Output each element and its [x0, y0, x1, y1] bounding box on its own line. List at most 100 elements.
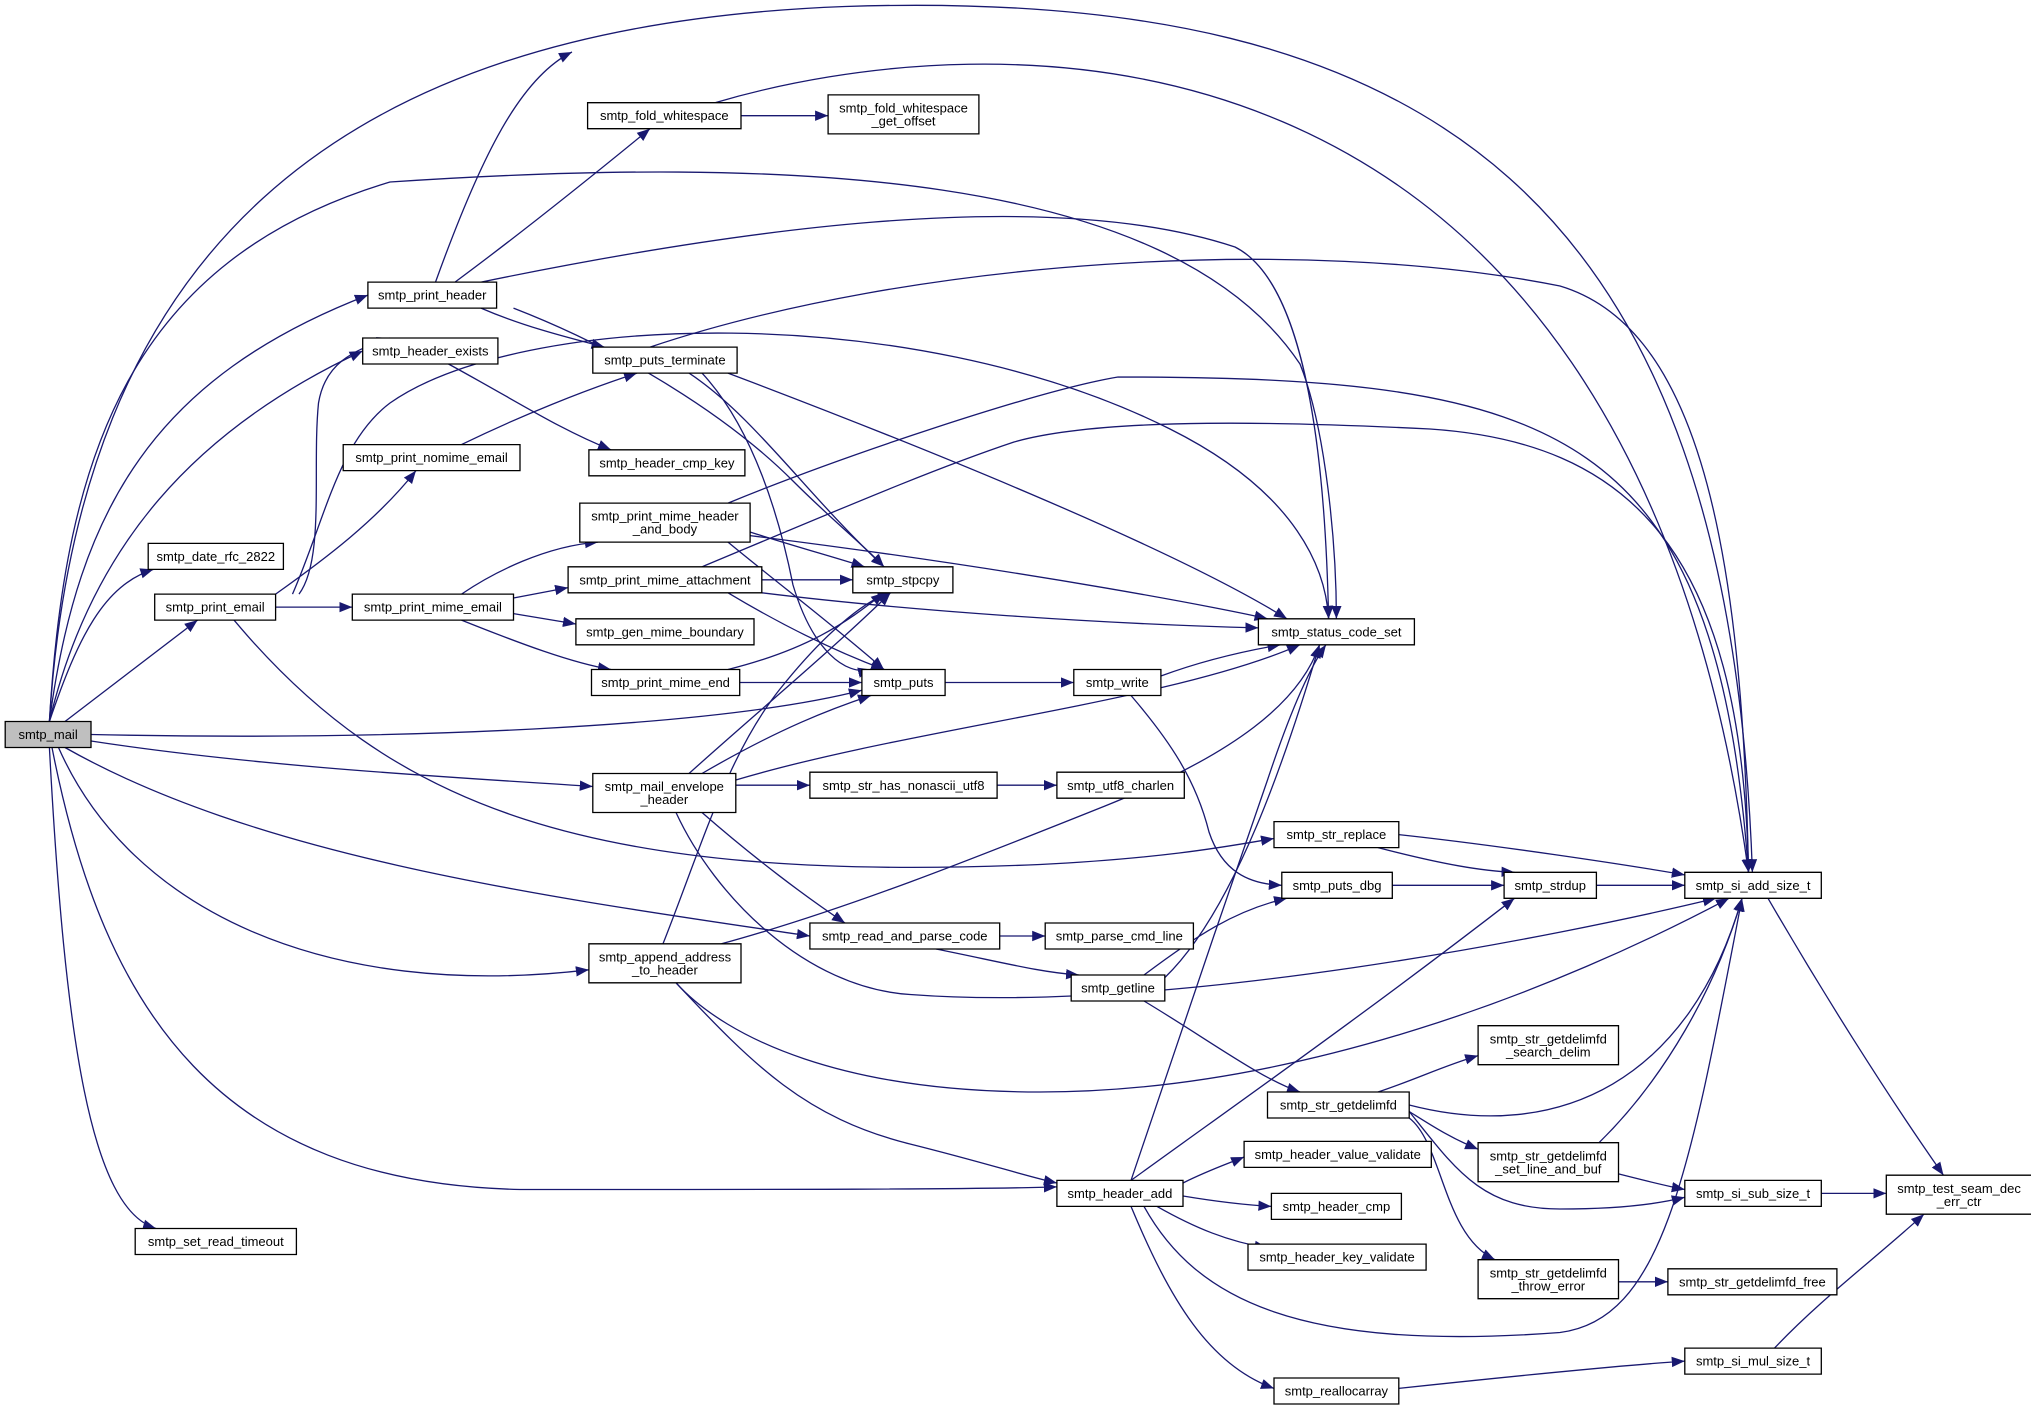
node-smtp_fold_whitespace_get_offset[interactable]: smtp_fold_whitespace_get_offset	[828, 95, 979, 134]
node-smtp_header_cmp_key[interactable]: smtp_header_cmp_key	[589, 450, 745, 476]
node-label: smtp_str_has_nonascii_utf8	[823, 778, 985, 793]
node-smtp_header_value_validate[interactable]: smtp_header_value_validate	[1244, 1141, 1431, 1167]
node-smtp_print_nomime_email[interactable]: smtp_print_nomime_email	[343, 445, 520, 471]
node-smtp_stpcpy[interactable]: smtp_stpcpy	[853, 567, 953, 593]
node-label: smtp_str_getdelimfd	[1280, 1098, 1397, 1113]
node-smtp_puts_terminate[interactable]: smtp_puts_terminate	[593, 347, 737, 373]
node-box	[589, 450, 745, 476]
node-label: smtp_header_value_validate	[1255, 1147, 1421, 1162]
node-box	[588, 103, 741, 129]
node-smtp_print_mime_header_and_body[interactable]: smtp_print_mime_header_and_body	[580, 503, 750, 542]
edge-smtp_mail-to-smtp_mail_envelope_header	[91, 741, 593, 791]
node-smtp_str_has_nonascii_utf8[interactable]: smtp_str_has_nonascii_utf8	[810, 772, 997, 798]
node-label: smtp_stpcpy	[866, 572, 939, 587]
edge-smtp_print_mime_header_and_body-to-smtp_puts	[728, 542, 884, 669]
node-smtp_parse_cmd_line[interactable]: smtp_parse_cmd_line	[1045, 923, 1193, 949]
node-label: smtp_header_cmp	[1283, 1199, 1391, 1214]
node-smtp_getline[interactable]: smtp_getline	[1071, 975, 1165, 1001]
node-smtp_header_add[interactable]: smtp_header_add	[1057, 1180, 1183, 1206]
node-smtp_test_seam_dec_err_ctr[interactable]: smtp_test_seam_dec_err_ctr	[1886, 1175, 2031, 1214]
node-label: smtp_gen_mime_boundary	[586, 624, 744, 639]
node-box	[810, 923, 1000, 949]
edge-smtp_print_email-to-smtp_str_replace	[234, 620, 1274, 867]
node-smtp_str_getdelimfd_search_delim[interactable]: smtp_str_getdelimfd_search_delim	[1478, 1026, 1618, 1065]
node-label: smtp_str_getdelimfd	[1490, 1031, 1607, 1046]
node-smtp_print_mime_attachment[interactable]: smtp_print_mime_attachment	[568, 567, 762, 593]
node-smtp_read_and_parse_code[interactable]: smtp_read_and_parse_code	[810, 923, 1000, 949]
edge-smtp_mail_envelope_header-to-smtp_puts	[702, 694, 871, 774]
edge-smtp_str_getdelimfd_set_line_and_buf-to-smtp_si_sub_size_t	[1619, 1174, 1685, 1193]
node-box	[1248, 1244, 1426, 1270]
node-smtp_fold_whitespace[interactable]: smtp_fold_whitespace	[588, 103, 741, 129]
node-smtp_set_read_timeout[interactable]: smtp_set_read_timeout	[135, 1229, 296, 1255]
node-box	[1057, 772, 1184, 798]
node-smtp_print_mime_end[interactable]: smtp_print_mime_end	[592, 670, 740, 696]
node-label: smtp_mail_envelope	[605, 779, 724, 794]
node-label: _to_header	[631, 962, 698, 977]
node-smtp_reallocarray[interactable]: smtp_reallocarray	[1274, 1378, 1399, 1404]
edge-smtp_puts_terminate-to-smtp_stpcpy	[689, 373, 884, 567]
node-smtp_si_sub_size_t[interactable]: smtp_si_sub_size_t	[1685, 1180, 1822, 1206]
node-label: smtp_fold_whitespace	[839, 100, 968, 115]
node-box	[148, 543, 283, 569]
edge-smtp_write-to-smtp_puts_dbg	[1131, 696, 1282, 890]
node-label: smtp_str_getdelimfd	[1490, 1265, 1607, 1280]
edge-smtp_print_mime_header_and_body-to-smtp_si_add_size_t	[728, 377, 1753, 872]
node-smtp_gen_mime_boundary[interactable]: smtp_gen_mime_boundary	[576, 619, 754, 645]
node-smtp_write[interactable]: smtp_write	[1074, 670, 1161, 696]
node-smtp_print_header[interactable]: smtp_print_header	[368, 282, 497, 308]
node-smtp_status_code_set[interactable]: smtp_status_code_set	[1258, 619, 1414, 645]
node-box	[1504, 872, 1596, 898]
edge-smtp_print_header-to-smtp_fold_whitespace	[455, 129, 650, 282]
node-label: smtp_puts_terminate	[604, 353, 725, 368]
edge-smtp_print_mime_email-to-smtp_gen_mime_boundary	[514, 614, 576, 627]
node-smtp_str_getdelimfd_free[interactable]: smtp_str_getdelimfd_free	[1668, 1269, 1837, 1295]
node-smtp_str_getdelimfd[interactable]: smtp_str_getdelimfd	[1268, 1092, 1410, 1118]
node-label: smtp_print_email	[166, 600, 265, 615]
node-box	[1282, 872, 1393, 898]
node-label: smtp_mail	[18, 727, 77, 742]
node-box	[343, 445, 520, 471]
node-smtp_puts[interactable]: smtp_puts	[862, 670, 945, 696]
edge-smtp_print_mime_email-to-smtp_print_mime_header_and_body	[461, 537, 598, 594]
node-smtp_header_key_validate[interactable]: smtp_header_key_validate	[1248, 1244, 1426, 1270]
node-box	[1685, 1180, 1822, 1206]
node-box	[1057, 1180, 1183, 1206]
node-smtp_mail_envelope_header[interactable]: smtp_mail_envelope_header	[593, 774, 736, 813]
node-smtp_header_exists[interactable]: smtp_header_exists	[363, 338, 498, 364]
edge-smtp_print_email-to-smtp_print_nomime_email	[276, 471, 416, 595]
node-smtp_utf8_charlen[interactable]: smtp_utf8_charlen	[1057, 772, 1184, 798]
edge-smtp_mail-to-smtp_print_email	[65, 620, 198, 721]
node-smtp_append_address_to_header[interactable]: smtp_append_address_to_header	[589, 944, 741, 983]
node-layer: smtp_mail smtp_print_header smtp_header_ex…	[5, 95, 2031, 1404]
node-smtp_si_mul_size_t[interactable]: smtp_si_mul_size_t	[1685, 1348, 1822, 1374]
node-smtp_si_add_size_t[interactable]: smtp_si_add_size_t	[1685, 872, 1822, 898]
node-box	[589, 944, 741, 983]
node-label: smtp_si_sub_size_t	[1696, 1186, 1811, 1201]
node-box	[1886, 1175, 2031, 1214]
node-box	[135, 1229, 296, 1255]
node-smtp_str_replace[interactable]: smtp_str_replace	[1274, 822, 1399, 848]
node-smtp_header_cmp[interactable]: smtp_header_cmp	[1271, 1193, 1401, 1219]
node-label: _header	[639, 792, 688, 807]
edge-smtp_puts_terminate-to-smtp_status_code_set	[728, 373, 1287, 619]
edge-smtp_header_exists-to-smtp_header_cmp_key	[448, 364, 611, 450]
node-smtp_date_rfc_2822[interactable]: smtp_date_rfc_2822	[148, 543, 283, 569]
node-smtp_print_mime_email[interactable]: smtp_print_mime_email	[352, 594, 513, 620]
node-label: smtp_print_mime_attachment	[579, 572, 751, 587]
node-smtp_mail[interactable]: smtp_mail	[5, 722, 91, 748]
node-smtp_strdup[interactable]: smtp_strdup	[1504, 872, 1596, 898]
node-label: _get_offset	[870, 113, 935, 128]
edge-smtp_print_mime_attachment-to-smtp_puts	[728, 593, 884, 670]
node-label: smtp_append_address	[599, 949, 732, 964]
edge-smtp_mail_envelope_header-to-smtp_si_add_size_t	[676, 813, 1716, 998]
edge-smtp_getline-to-smtp_str_getdelimfd	[1144, 1001, 1300, 1093]
node-box	[593, 774, 736, 813]
node-label: smtp_header_add	[1068, 1186, 1173, 1201]
node-smtp_str_getdelimfd_throw_error[interactable]: smtp_str_getdelimfd_throw_error	[1478, 1260, 1618, 1299]
node-smtp_puts_dbg[interactable]: smtp_puts_dbg	[1282, 872, 1393, 898]
edge-smtp_str_getdelimfd-to-smtp_str_getdelimfd_set_line_and_buf	[1409, 1112, 1478, 1150]
node-smtp_str_getdelimfd_set_line_and_buf[interactable]: smtp_str_getdelimfd_set_line_and_buf	[1478, 1143, 1618, 1182]
node-smtp_print_email[interactable]: smtp_print_email	[155, 594, 276, 620]
node-box	[1244, 1141, 1431, 1167]
